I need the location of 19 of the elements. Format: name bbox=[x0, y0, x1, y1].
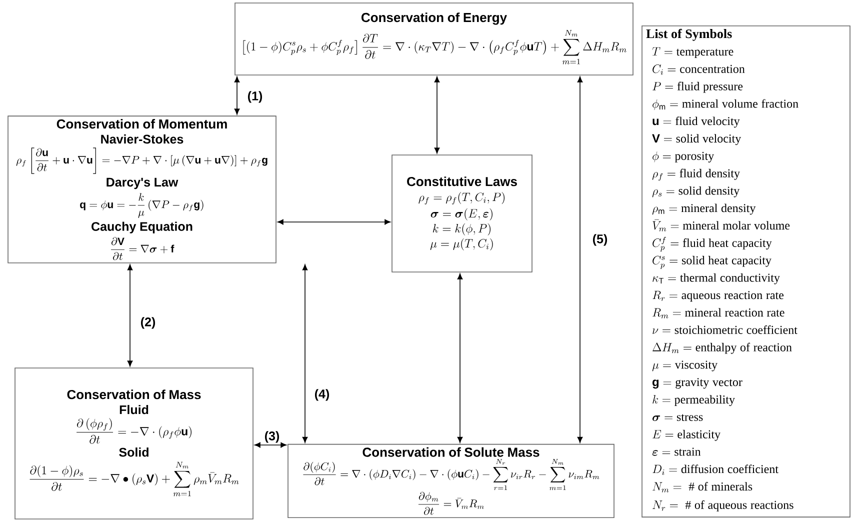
equation-box: List of Symbols $T=\mbox{temperature}$ $C_i=\mbox{concentration}$ $P=\mbox{fluid pressure}$ $\phi_{\mathrm{m}}=\mbox{mineral volume fraction}$ $\mathbf{u}=\mbox{fluid velocity}$ $\mathbf{V}=\mbox{solid velocity}$ $\phi=\mbox{porosity}$ $\rho_f=\mbox{fluid density}$ $\rho_s=\mbox{solid density}$ $\rho_{\mathrm{m}}=\mbox{mineral density}$ $\bar{V}_m=\mbox{mineral molar volume}$ $C_p^f=\mbox{fluid heat capacity}$ $C_p^s=\mbox{solid heat capacity}$ $\kappa_{\mathrm{T}}=\mbox{thermal conductivity}$ $R_r=\mbox{aqueous reaction rate}$ $R_m=\mbox{mineral reaction rate}$ $\nu=\mbox{stoichiometric coefficient}$ $\Delta H_m=\mbox{enthalpy of reaction}$ $\mu=\mbox{viscosity}$ $\mathbf{g}=\mbox{gravity vector}$ $k=\mbox{permeability}$ $\boldsymbol{\sigma}=\mbox{stress}$ $E=\mbox{elasticity}$ $\boldsymbol{\varepsilon}=\mbox{strain}$ $D_i=\mbox{diffusion coefficient}$ $N_m=\mbox{ \# of minerals}$ $N_r=\mbox{ \# of aqueous reactions}$ bbox=[642, 26, 850, 518]
double-arrow bbox=[434, 76, 440, 154]
double-arrow bbox=[234, 76, 240, 115]
edge-label: (2) bbox=[139, 316, 157, 330]
equation-box: Conservation of Mass Fluid $\frac{\partial\left(\phi\rho_f\right)}{\partial t}=-\nabla\cdot\left(\rho_f\phi\mathbf{u}\right)$ Solid $\frac{\partial(1-\phi)\rho_s}{\partial t}=-\nabla\bullet\left(\rho_s\mathbf{V}\right)+\sum_{m=1}^{N_m}\rho_m\bar{V}_m R_m$ bbox=[14, 368, 254, 520]
edge-label: (5) bbox=[591, 233, 609, 247]
equation-box: Constitutive Laws $\rho_f=\rho_f(T,C_i,P)$ $\boldsymbol{\sigma}=\boldsymbol{\sigma}(E,\boldsymbol{\varepsilon})$ $k=k(\phi,P)$ $\mu=\mu(T,C_i)$ bbox=[392, 154, 532, 272]
double-arrow bbox=[277, 219, 391, 225]
double-arrow bbox=[457, 273, 463, 443]
double-arrow bbox=[577, 76, 583, 443]
double-arrow bbox=[254, 442, 287, 448]
edge-label: (4) bbox=[313, 388, 331, 402]
double-arrow bbox=[127, 264, 133, 367]
double-arrow bbox=[302, 264, 308, 443]
equation-box: Conservation of Solute Mass $\frac{\partial(\phi C_i)}{\partial t}=\nabla\cdot(\phi D_i\nabla C_i)-\nabla\cdot(\phi\mathbf{u}C_i)-\sum_{r=1}^{N_r}\nu_{ir}R_r-\sum_{m=1}^{N_m}\nu_{im}R_m$ $\frac{\partial\phi_m}{\partial t}=\bar{V}_m R_m$ bbox=[288, 444, 614, 518]
edge-label: (3) bbox=[263, 430, 281, 444]
equation-box: Conservation of Energy $\left[(1-\phi)C_p^s\rho_s+\phi C_p^f\rho_f\right]\frac{\partial T}{\partial t}=\nabla\cdot\left(\kappa_T\nabla T\right)-\nabla\cdot\left(\rho_f C_p^f\phi\mathbf{u}T\right)+\sum_{m=1}^{N_m}\Delta H_m R_m$ bbox=[234, 2, 634, 76]
edge-label: (1) bbox=[246, 90, 264, 104]
equation-box: Conservation of Momentum Navier-Stokes $\rho_f\left[\frac{\partial\mathbf{u}}{\partial t}+\mathbf{u}\cdot\nabla\mathbf{u}\right]=-\nabla P+\nabla\cdot\left[\mu\left(\nabla\mathbf{u}+\mathbf{u}\nabla\right)\right]+\rho_f\mathbf{g}$ Darcy's Law $\mathbf{q}=\phi\mathbf{u}=-\frac{k}{\mu}\left(\nabla P-\rho_f\mathbf{g}\right)$ Cauchy Equation $\frac{\partial\mathbf{V}}{\partial t}=\nabla\boldsymbol{\sigma}+\mathbf{f}$ bbox=[8, 116, 276, 264]
